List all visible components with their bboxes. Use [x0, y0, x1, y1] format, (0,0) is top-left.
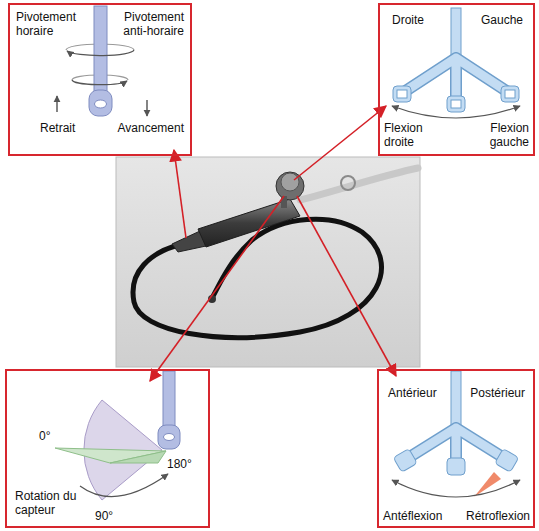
- callout-box: Antérieur PostérieurAntéflexion Rétroflexi…: [377, 369, 535, 528]
- callout-label: Postérieur: [470, 386, 525, 400]
- tip: [447, 96, 465, 112]
- tip-window: [95, 100, 107, 108]
- probe-shaft: [163, 371, 175, 429]
- callout-box: 0° 180° Rotation du capteur 90°: [5, 369, 210, 528]
- pointer-arrow: [150, 196, 284, 381]
- callout-label: 0°: [39, 429, 50, 443]
- branch: [408, 428, 504, 462]
- control-knob-top: [281, 173, 299, 191]
- callout-label: Flexion gauche: [477, 121, 529, 149]
- pointer-arrow: [297, 196, 396, 376]
- cable-ring: [341, 176, 355, 190]
- branch: [404, 58, 508, 100]
- clockwise-arrow: [67, 50, 134, 56]
- tip: [501, 86, 519, 102]
- tip: [393, 449, 417, 473]
- flexion-arc: [392, 106, 520, 118]
- probe-tip: [158, 425, 180, 449]
- tip-window: [164, 434, 175, 441]
- callout-label: Gauche: [481, 13, 523, 27]
- rotation-arc: [80, 474, 168, 497]
- withdraw-arrow: [56, 96, 57, 112]
- callout-label: Antéflexion: [383, 509, 442, 523]
- advance-arrow: [146, 100, 147, 116]
- shaft: [94, 6, 107, 94]
- box-ground: [5, 369, 210, 528]
- callout-box: Droite GaucheFlexion droite Flexion gauche: [378, 3, 535, 156]
- tip-window: [451, 100, 461, 108]
- callout-label: Flexion droite: [384, 121, 436, 149]
- callout-label: Rétroflexion: [466, 509, 530, 523]
- pointer-arrows: [150, 106, 396, 381]
- box-ground: [8, 3, 192, 156]
- callout-label: Rotation du capteur: [15, 489, 77, 517]
- callout-label: Pivotement anti-horaire: [110, 10, 184, 38]
- tip: [393, 86, 411, 102]
- counterclockwise-arrow: [72, 80, 127, 85]
- scan-plane: [110, 451, 166, 463]
- callout-label: 180°: [167, 457, 192, 471]
- tip-window: [505, 90, 515, 98]
- box-grounds: [5, 3, 535, 528]
- callout-label: Droite: [392, 13, 424, 27]
- box-ground: [378, 3, 535, 156]
- tip-window: [397, 90, 407, 98]
- box-ground: [377, 369, 535, 528]
- callout-label: Pivotement horaire: [16, 10, 88, 38]
- insertion-tube: [133, 219, 381, 337]
- branch-outline: [408, 428, 504, 462]
- callout-label: Retrait: [40, 121, 75, 135]
- flexion-arc: [392, 480, 520, 497]
- sensor-rotation-illustration: [55, 371, 180, 500]
- callout-label: Antérieur: [388, 386, 437, 400]
- pointer-arrow: [294, 106, 386, 180]
- umbilical-cable: [300, 168, 418, 200]
- branch-outline: [404, 58, 508, 100]
- shaft-tip: [89, 90, 112, 116]
- tip: [495, 449, 519, 473]
- callout-label: 90°: [95, 509, 113, 523]
- callout-label: Avancement: [118, 121, 185, 135]
- pointer-arrow: [174, 150, 186, 238]
- scan-plane: [55, 448, 166, 463]
- callout-box: Pivotement horaire Pivotement anti-horair…: [8, 3, 192, 156]
- tip: [447, 458, 465, 475]
